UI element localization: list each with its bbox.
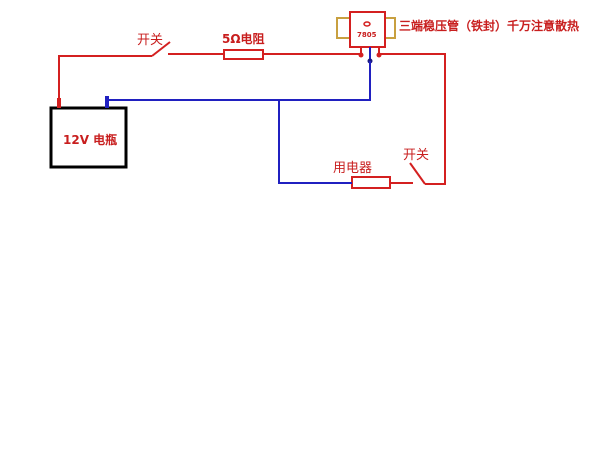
regulator-note: 三端稳压管（铁封）千万注意散热 [399,19,580,33]
battery-negative-terminal [105,96,109,108]
switch1-lever [151,41,171,57]
regulator-part-label: 7805 [357,31,377,39]
battery-label: 12V 电瓶 [63,133,118,147]
battery-box [49,106,128,169]
ground-wire [107,61,371,101]
load [351,176,391,189]
output-wire [379,53,446,185]
switch2-label: 开关 [403,148,430,163]
regulator-7805 [349,11,386,48]
positive-wire [58,55,152,98]
pin-in [358,52,364,58]
resistor-label: 5Ω电阻 [222,32,265,46]
resistor [223,49,264,60]
switch2-lever [409,162,426,185]
switch1-label: 开关 [137,33,164,48]
load-label: 用电器 [333,161,373,176]
battery-positive-terminal [57,98,61,108]
ground-wire-load [278,100,352,184]
mounting-hole [363,21,371,27]
